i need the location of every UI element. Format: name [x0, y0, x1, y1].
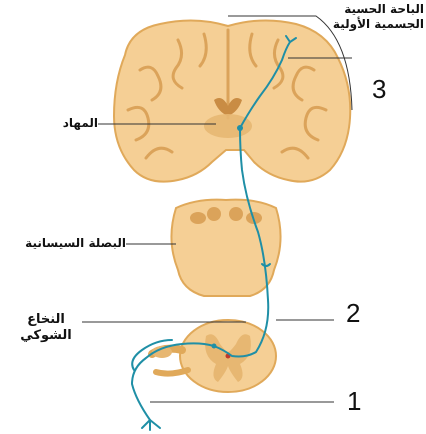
cortex-label-line2: الجسمية الأولية — [318, 17, 424, 32]
medulla-section — [171, 200, 280, 296]
brain-section — [114, 20, 350, 181]
cortex-label-line1: الباحة الحسية — [318, 2, 424, 17]
marker-2: 2 — [346, 298, 360, 329]
spinal-cord-section — [152, 320, 276, 392]
spinal-label-line2: الشوكي — [14, 328, 78, 344]
marker-3: 3 — [372, 74, 386, 105]
marker-1: 1 — [347, 386, 361, 417]
thalamus-label: المهاد — [38, 116, 98, 131]
medulla-label: البصلة السيسانية — [4, 236, 126, 251]
primary-somatosensory-cortex-label: الباحة الحسية الجسمية الأولية — [318, 2, 424, 32]
spinal-synapse — [212, 344, 217, 349]
thalamic-synapse — [237, 125, 243, 131]
spinal-cord-label: النخاع الشوكي — [14, 312, 78, 345]
spinal-label-line1: النخاع — [14, 312, 78, 328]
